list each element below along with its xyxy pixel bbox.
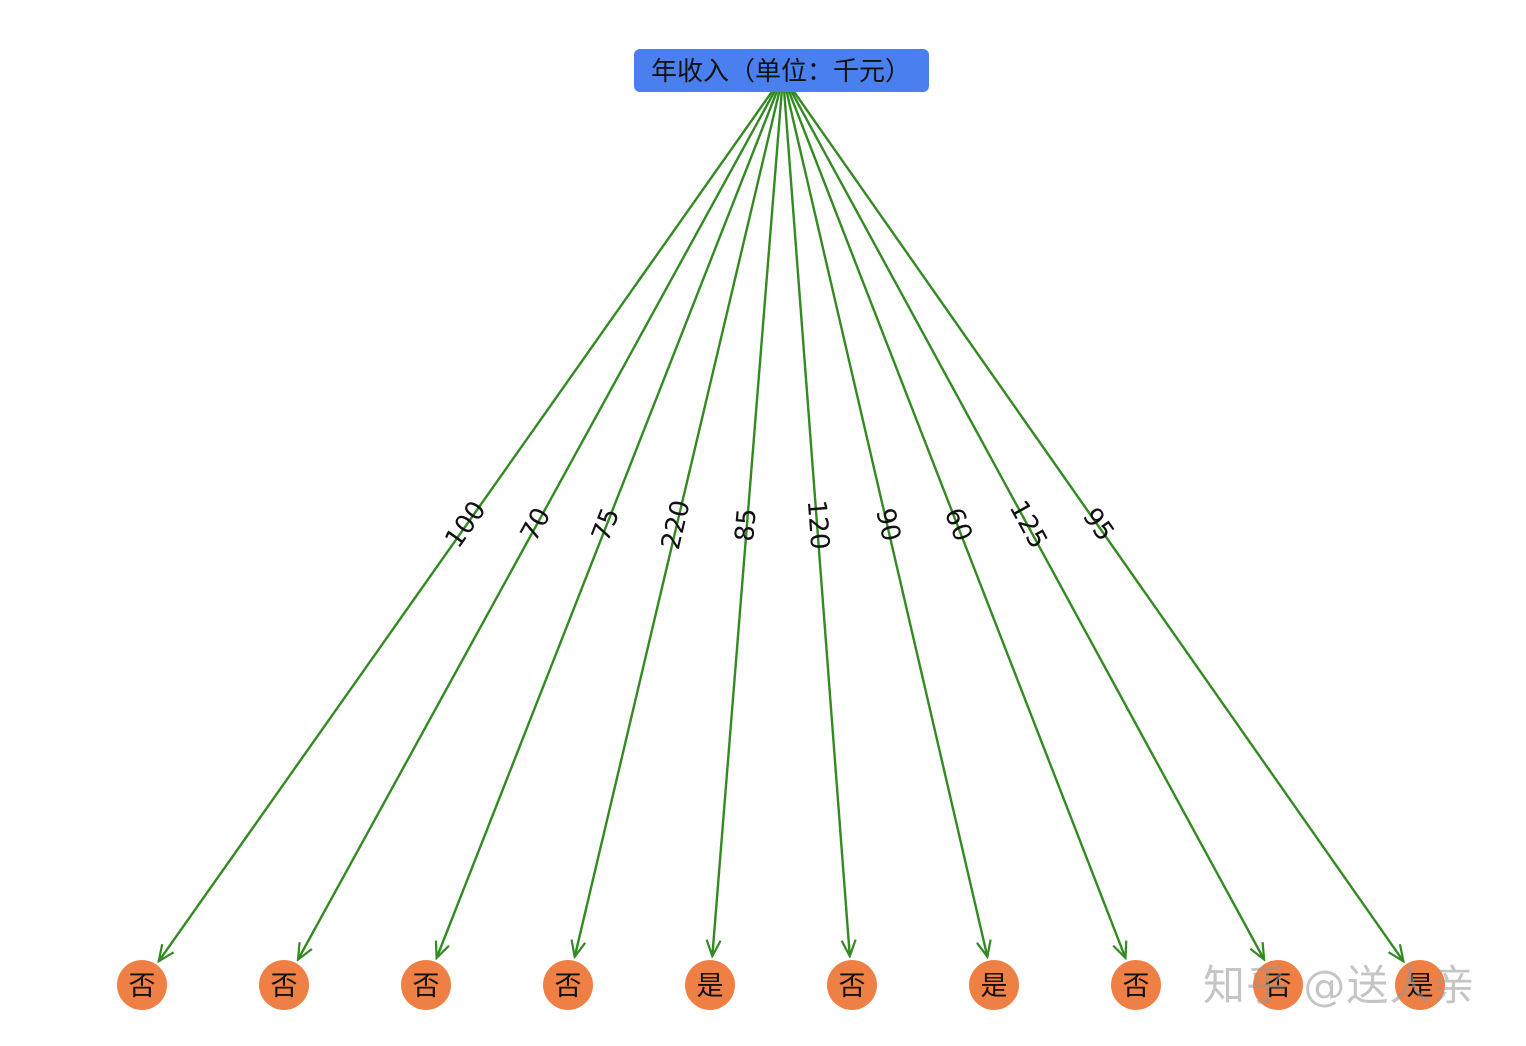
edge-arrow [437,75,785,958]
leaf-node-label: 是 [981,971,1008,1002]
leaf-node-circle [543,960,593,1010]
leaf-node: 是 [969,960,1019,1010]
leaf-node-label: 否 [1265,971,1292,1002]
edge-label: 100 [439,496,492,554]
edge-label: 90 [869,505,906,544]
leaves-layer: 否否否否是否是否否是 [117,960,1445,1010]
leaf-node: 是 [685,960,735,1010]
edge-label: 220 [656,497,697,552]
leaf-node-circle [827,960,877,1010]
leaf-node-label: 否 [839,971,866,1002]
leaf-node: 否 [117,960,167,1010]
root-node: 年收入（单位：千元） [634,49,929,92]
leaf-node-label: 否 [413,971,440,1002]
edge-arrow [159,75,784,961]
leaf-node-label: 否 [1123,971,1150,1002]
root-node-label: 年收入（单位：千元） [651,57,911,87]
edge-arrow [298,75,785,960]
edge-label: 85 [730,507,763,542]
leaf-node-circle [117,960,167,1010]
edge-arrow [712,75,785,956]
leaf-node-circle [1253,960,1303,1010]
edge-label: 120 [801,499,835,551]
watermark-text: 知乎 @送人亲 [1203,961,1476,1010]
leaf-node-label: 否 [555,971,582,1002]
leaf-node-circle [969,960,1019,1010]
edge-arrow [781,75,1126,958]
leaf-node: 否 [827,960,877,1010]
edge-arrow [575,75,785,957]
edges-layer: 100 70 75 220 85 120 90 60 125 95 [159,75,1404,961]
leaf-node-circle [401,960,451,1010]
leaf-node-label: 否 [271,971,298,1002]
edge-label: 95 [1076,503,1120,547]
edge-arrow [782,75,1403,961]
leaf-node: 否 [543,960,593,1010]
root-node-box [634,49,929,92]
edge-label: 60 [938,504,978,546]
edge-label: 75 [586,504,626,546]
leaf-node-circle [1395,960,1445,1010]
leaf-node-label: 是 [697,971,724,1002]
leaf-node: 否 [401,960,451,1010]
leaf-node: 是 [1395,960,1445,1010]
leaf-node: 否 [1111,960,1161,1010]
leaf-node-circle [1111,960,1161,1010]
edge-arrow [781,75,850,956]
leaf-node: 否 [1253,960,1303,1010]
leaf-node-circle [685,960,735,1010]
edge-arrow [781,75,1264,960]
leaf-node-label: 是 [1407,971,1434,1002]
edge-label: 70 [515,503,557,546]
edge-label: 125 [1003,496,1053,554]
leaf-node-circle [259,960,309,1010]
edge-arrow [781,75,987,957]
leaf-node-label: 否 [129,971,156,1002]
leaf-node: 否 [259,960,309,1010]
